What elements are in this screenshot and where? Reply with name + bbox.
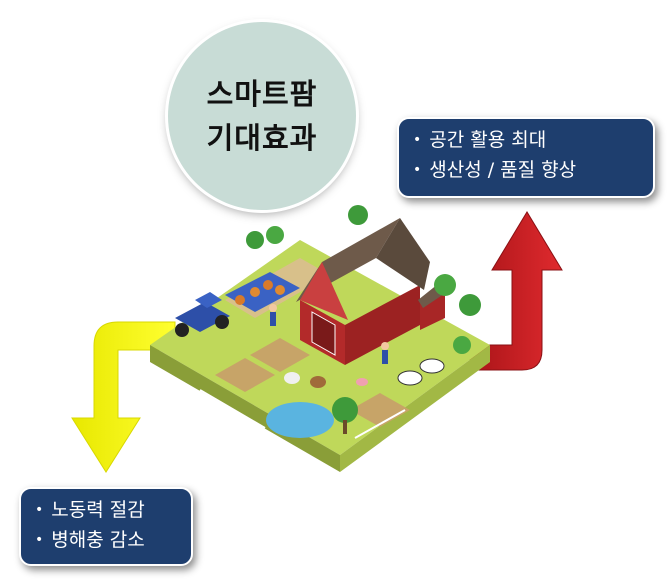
- bullet-icon: •: [35, 532, 44, 548]
- isometric-farm-illustration: [150, 205, 490, 472]
- benefit-item: •노동력 절감: [35, 499, 145, 521]
- benefit-item: •생산성 / 품질 향상: [413, 159, 577, 181]
- benefits-top-box: •공간 활용 최대 •생산성 / 품질 향상: [397, 117, 655, 198]
- title-line-2: 기대효과: [206, 121, 318, 155]
- red-up-arrow-icon: [469, 211, 563, 371]
- title-line-1: 스마트팜: [206, 77, 318, 111]
- bullet-icon: •: [413, 132, 422, 148]
- title-circle: 스마트팜 기대효과: [168, 22, 356, 210]
- bullet-icon: •: [413, 162, 422, 178]
- benefit-item: •공간 활용 최대: [413, 129, 547, 151]
- bullet-icon: •: [35, 502, 44, 518]
- benefits-bottom-box: •노동력 절감 •병해충 감소: [19, 487, 193, 566]
- benefit-item: •병해충 감소: [35, 529, 145, 551]
- yellow-down-arrow-icon: [71, 321, 176, 473]
